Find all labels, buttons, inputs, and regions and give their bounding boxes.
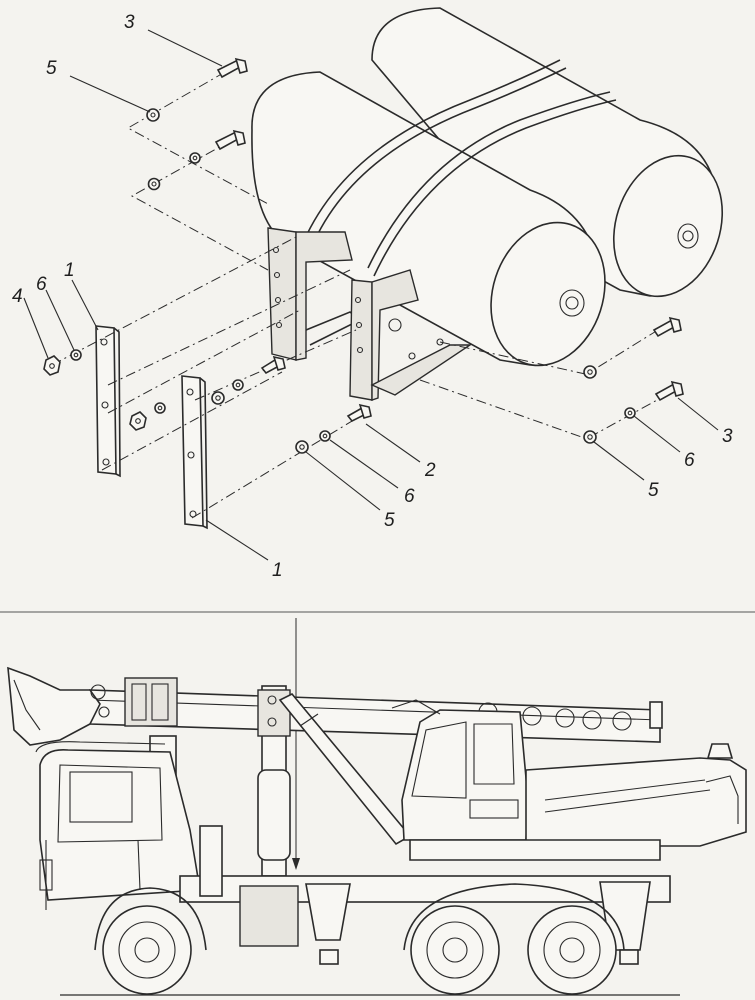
- callout-1-upper: 1: [64, 260, 75, 281]
- mounting-plate-upper: [95, 325, 121, 478]
- location-pointer-arrow: [292, 858, 300, 870]
- front-wheel: [102, 905, 192, 995]
- callout-5-top: 5: [46, 58, 57, 79]
- bolt-top-1: [216, 57, 248, 79]
- bolt-mid: [260, 355, 286, 375]
- rear-wheel-2: [527, 905, 617, 995]
- callout-3-top: 3: [124, 12, 135, 33]
- bolts: [214, 57, 684, 423]
- callout-2: 2: [424, 460, 436, 481]
- washers-and-nuts: [43, 108, 636, 454]
- front-air-tank: [251, 59, 617, 367]
- bolt-lower: [346, 403, 372, 423]
- bolt-right-1: [652, 316, 682, 338]
- callout-labels: 3 5 4 6 1 1 2 6 5 3 6 5: [12, 12, 733, 581]
- callout-5-right: 5: [648, 480, 659, 501]
- callout-5-middle: 5: [384, 510, 395, 531]
- tank-bracket-right: [349, 269, 473, 401]
- truck-wheels: [94, 883, 625, 995]
- leader-lines: [23, 29, 719, 561]
- callout-6-middle: 6: [404, 486, 415, 507]
- bolt-right-2: [654, 380, 684, 402]
- callout-6-left: 6: [36, 274, 47, 295]
- rear-wheel-1: [410, 905, 500, 995]
- callout-3-right: 3: [722, 426, 733, 447]
- truck-crane-side-view: [7, 666, 747, 996]
- tank-bracket-left: [267, 227, 362, 361]
- truck-cab: [35, 741, 201, 910]
- bolt-top-2: [214, 129, 246, 151]
- callout-1-lower: 1: [272, 560, 283, 581]
- callout-6-right: 6: [684, 450, 695, 471]
- boom-head: [7, 666, 178, 746]
- crane-operator-cabin: [391, 699, 529, 841]
- assembly-axis-lines: [51, 71, 669, 519]
- callout-4: 4: [12, 286, 23, 307]
- mounting-plate-lower: [181, 375, 208, 530]
- exploded-assembly: 3 5 4 6 1 1 2 6 5 3 6 5: [12, 7, 733, 581]
- crane-turntable-body: [409, 743, 747, 861]
- rear-air-tank: [371, 7, 724, 298]
